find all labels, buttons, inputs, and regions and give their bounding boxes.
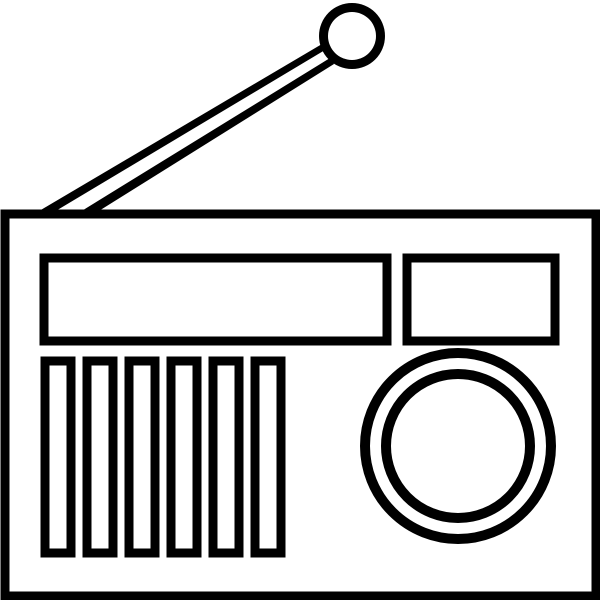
display-panel-large (39, 253, 392, 346)
tuning-dial-inner (381, 369, 535, 523)
speaker-grille-slat (166, 356, 202, 558)
speaker-grille-slat (250, 356, 286, 558)
speaker-grille-slat (208, 356, 244, 558)
antenna-knob-inner (328, 12, 376, 60)
antenna-rod (34, 44, 334, 214)
antenna (34, 3, 385, 214)
speaker-grille (40, 356, 286, 558)
antenna-rod-inner (54, 50, 330, 212)
tuning-dial (360, 348, 556, 544)
speaker-grille-slat (82, 356, 118, 558)
speaker-grille-slat (40, 356, 76, 558)
display-panel-small (402, 253, 560, 346)
speaker-grille-slat (124, 356, 160, 558)
